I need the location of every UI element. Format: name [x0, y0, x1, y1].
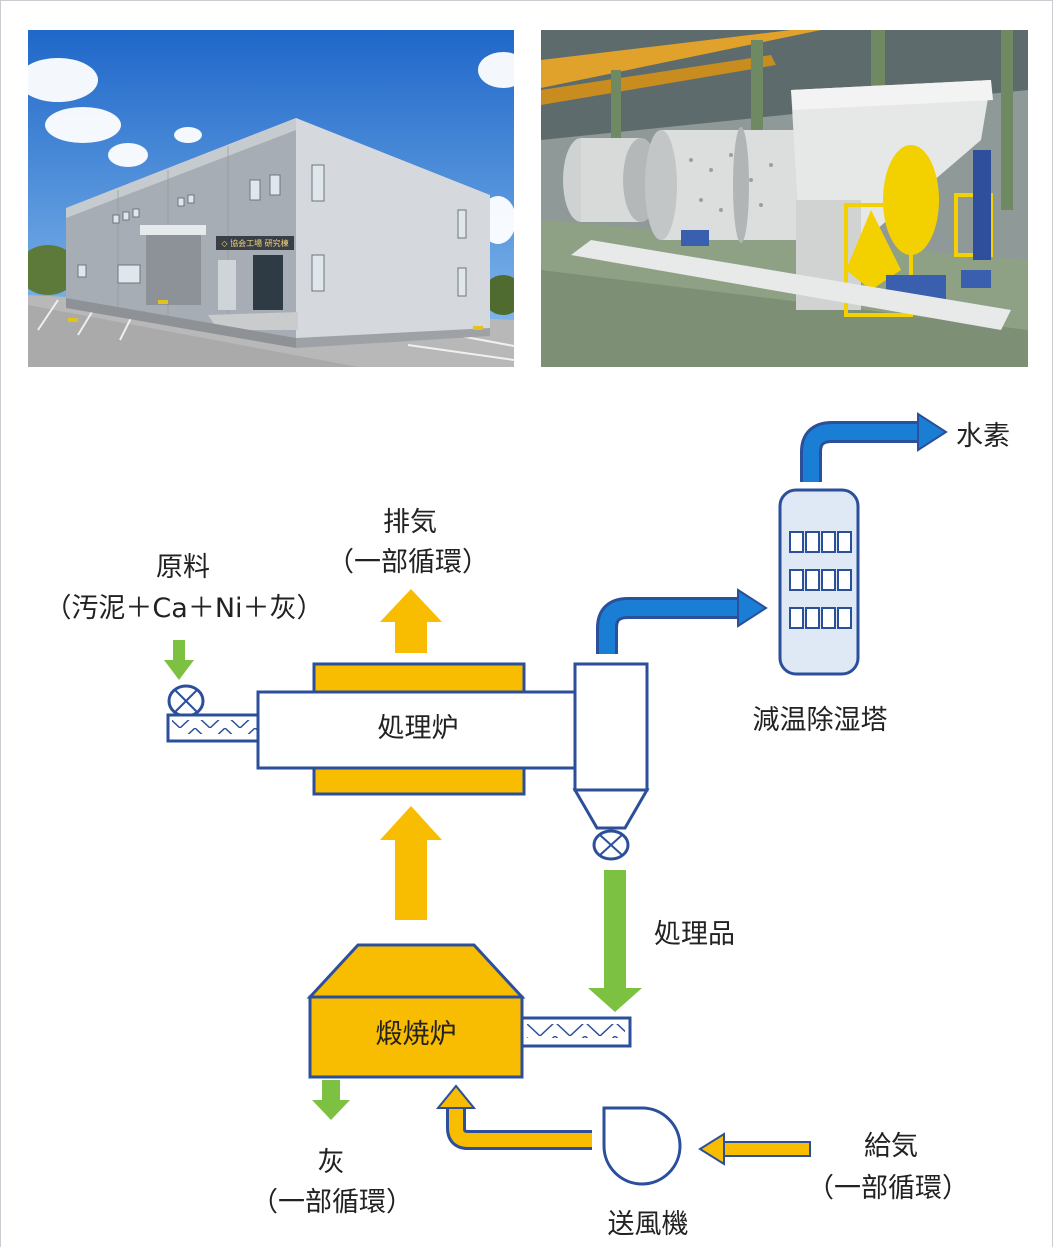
calcination-furnace-label: 煅焼炉	[375, 1019, 457, 1050]
cooling-tower-label: 減温除湿塔	[752, 705, 888, 736]
cyclone-separator	[572, 662, 650, 861]
building-sign-text: ◇ 協会工場 研究棟	[221, 238, 288, 248]
processed-product-label: 処理品	[654, 919, 735, 950]
ash-title: 灰	[317, 1147, 345, 1178]
exhaust-arrow	[380, 589, 442, 653]
processing-furnace	[256, 662, 577, 796]
ash-arrow	[312, 1080, 350, 1120]
blower-return-arrow	[435, 1084, 592, 1150]
air-supply-detail: （一部循環）	[807, 1173, 969, 1204]
raw-material-title: 原料	[156, 552, 210, 583]
raw-material-arrow	[164, 640, 194, 680]
heat-arrow-up	[380, 806, 442, 920]
hydrogen-pipe	[800, 412, 948, 482]
calciner-screw-conveyor	[520, 1016, 632, 1048]
blower-icon	[602, 1106, 682, 1186]
blower-label: 送風機	[607, 1209, 689, 1240]
raw-material-detail: （汚泥＋Ca＋Ni＋灰）	[44, 593, 324, 624]
machinery-photo	[541, 30, 1028, 367]
air-supply-title: 給気	[864, 1131, 918, 1162]
ash-detail: （一部循環）	[251, 1187, 413, 1218]
exhaust-title: 排気	[383, 507, 437, 538]
processed-product-arrow	[588, 870, 642, 1012]
gas-pipe-to-tower	[596, 588, 768, 654]
exhaust-detail: （一部循環）	[327, 547, 489, 578]
building-photo: ◇ 協会工場 研究棟	[28, 30, 514, 367]
feeder	[166, 684, 278, 743]
cooling-tower	[778, 488, 860, 676]
calcination-furnace	[306, 943, 526, 1079]
processing-furnace-label: 処理炉	[377, 713, 459, 744]
air-supply-arrow	[698, 1132, 811, 1166]
hydrogen-label: 水素	[956, 421, 1010, 452]
